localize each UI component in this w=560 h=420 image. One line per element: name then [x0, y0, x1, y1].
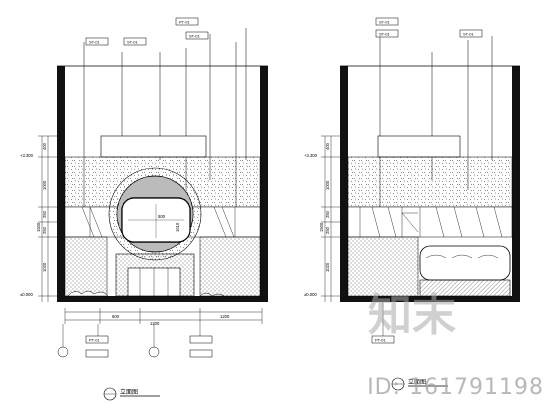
dim-v-5: 1500 — [36, 222, 41, 232]
dim-h-1: 600 — [112, 314, 120, 319]
tag-top-1: ST-01 — [89, 40, 100, 45]
r-level-floor: ±0.000 — [304, 292, 317, 297]
right-elevation-title: 立面图 — [408, 378, 426, 386]
level-ceiling: +3.300 — [20, 153, 34, 158]
r-dim-v-5: 1500 — [319, 222, 324, 232]
left-elevation-title: 立面图 — [120, 388, 138, 396]
dim-v-3: 250 — [42, 210, 47, 218]
dim-h-2: 1200 — [150, 321, 160, 326]
watermark-logo: 知末 — [368, 290, 456, 341]
mirror-dim-width: 500 — [158, 214, 166, 219]
r-dim-v-1: 400 — [325, 142, 330, 150]
r-tag-2: ST-01 — [379, 32, 390, 37]
left-elevation: 400 1000 250 250 1500 1020 ±0.000 +3.300… — [20, 17, 268, 401]
watermark-id: ID: 161791198 — [367, 375, 544, 400]
right-elevation: 400 1000 250 250 1500 1020 ±0.000 +3.300… — [304, 17, 520, 391]
r-tag-3: ST-01 — [463, 32, 474, 37]
watermark-logo-text: 知末 — [368, 290, 456, 341]
dim-v-2: 1000 — [42, 180, 47, 190]
r-tag-4: PT-01 — [375, 338, 386, 343]
dim-v-6: 1020 — [42, 262, 47, 272]
dim-v-1: 400 — [42, 142, 47, 150]
tag-top-4: PT-01 — [179, 20, 190, 25]
mirror-dim-height: 1610 — [175, 222, 180, 232]
tag-top-2: ST-01 — [127, 40, 138, 45]
dim-v-4: 250 — [42, 226, 47, 234]
tag-bottom-1: PT-01 — [89, 338, 100, 343]
r-dim-v-2: 1000 — [325, 180, 330, 190]
tag-top-3: ST-01 — [189, 34, 200, 39]
dim-h-3: 1200 — [220, 314, 230, 319]
r-dim-v-4: 250 — [325, 226, 330, 234]
r-dim-v-3: 250 — [325, 210, 330, 218]
r-level-ceiling: +3.300 — [304, 153, 318, 158]
level-floor: ±0.000 — [20, 292, 33, 297]
r-dim-v-6: 1020 — [325, 262, 330, 272]
r-tag-1: ST-01 — [379, 20, 390, 25]
